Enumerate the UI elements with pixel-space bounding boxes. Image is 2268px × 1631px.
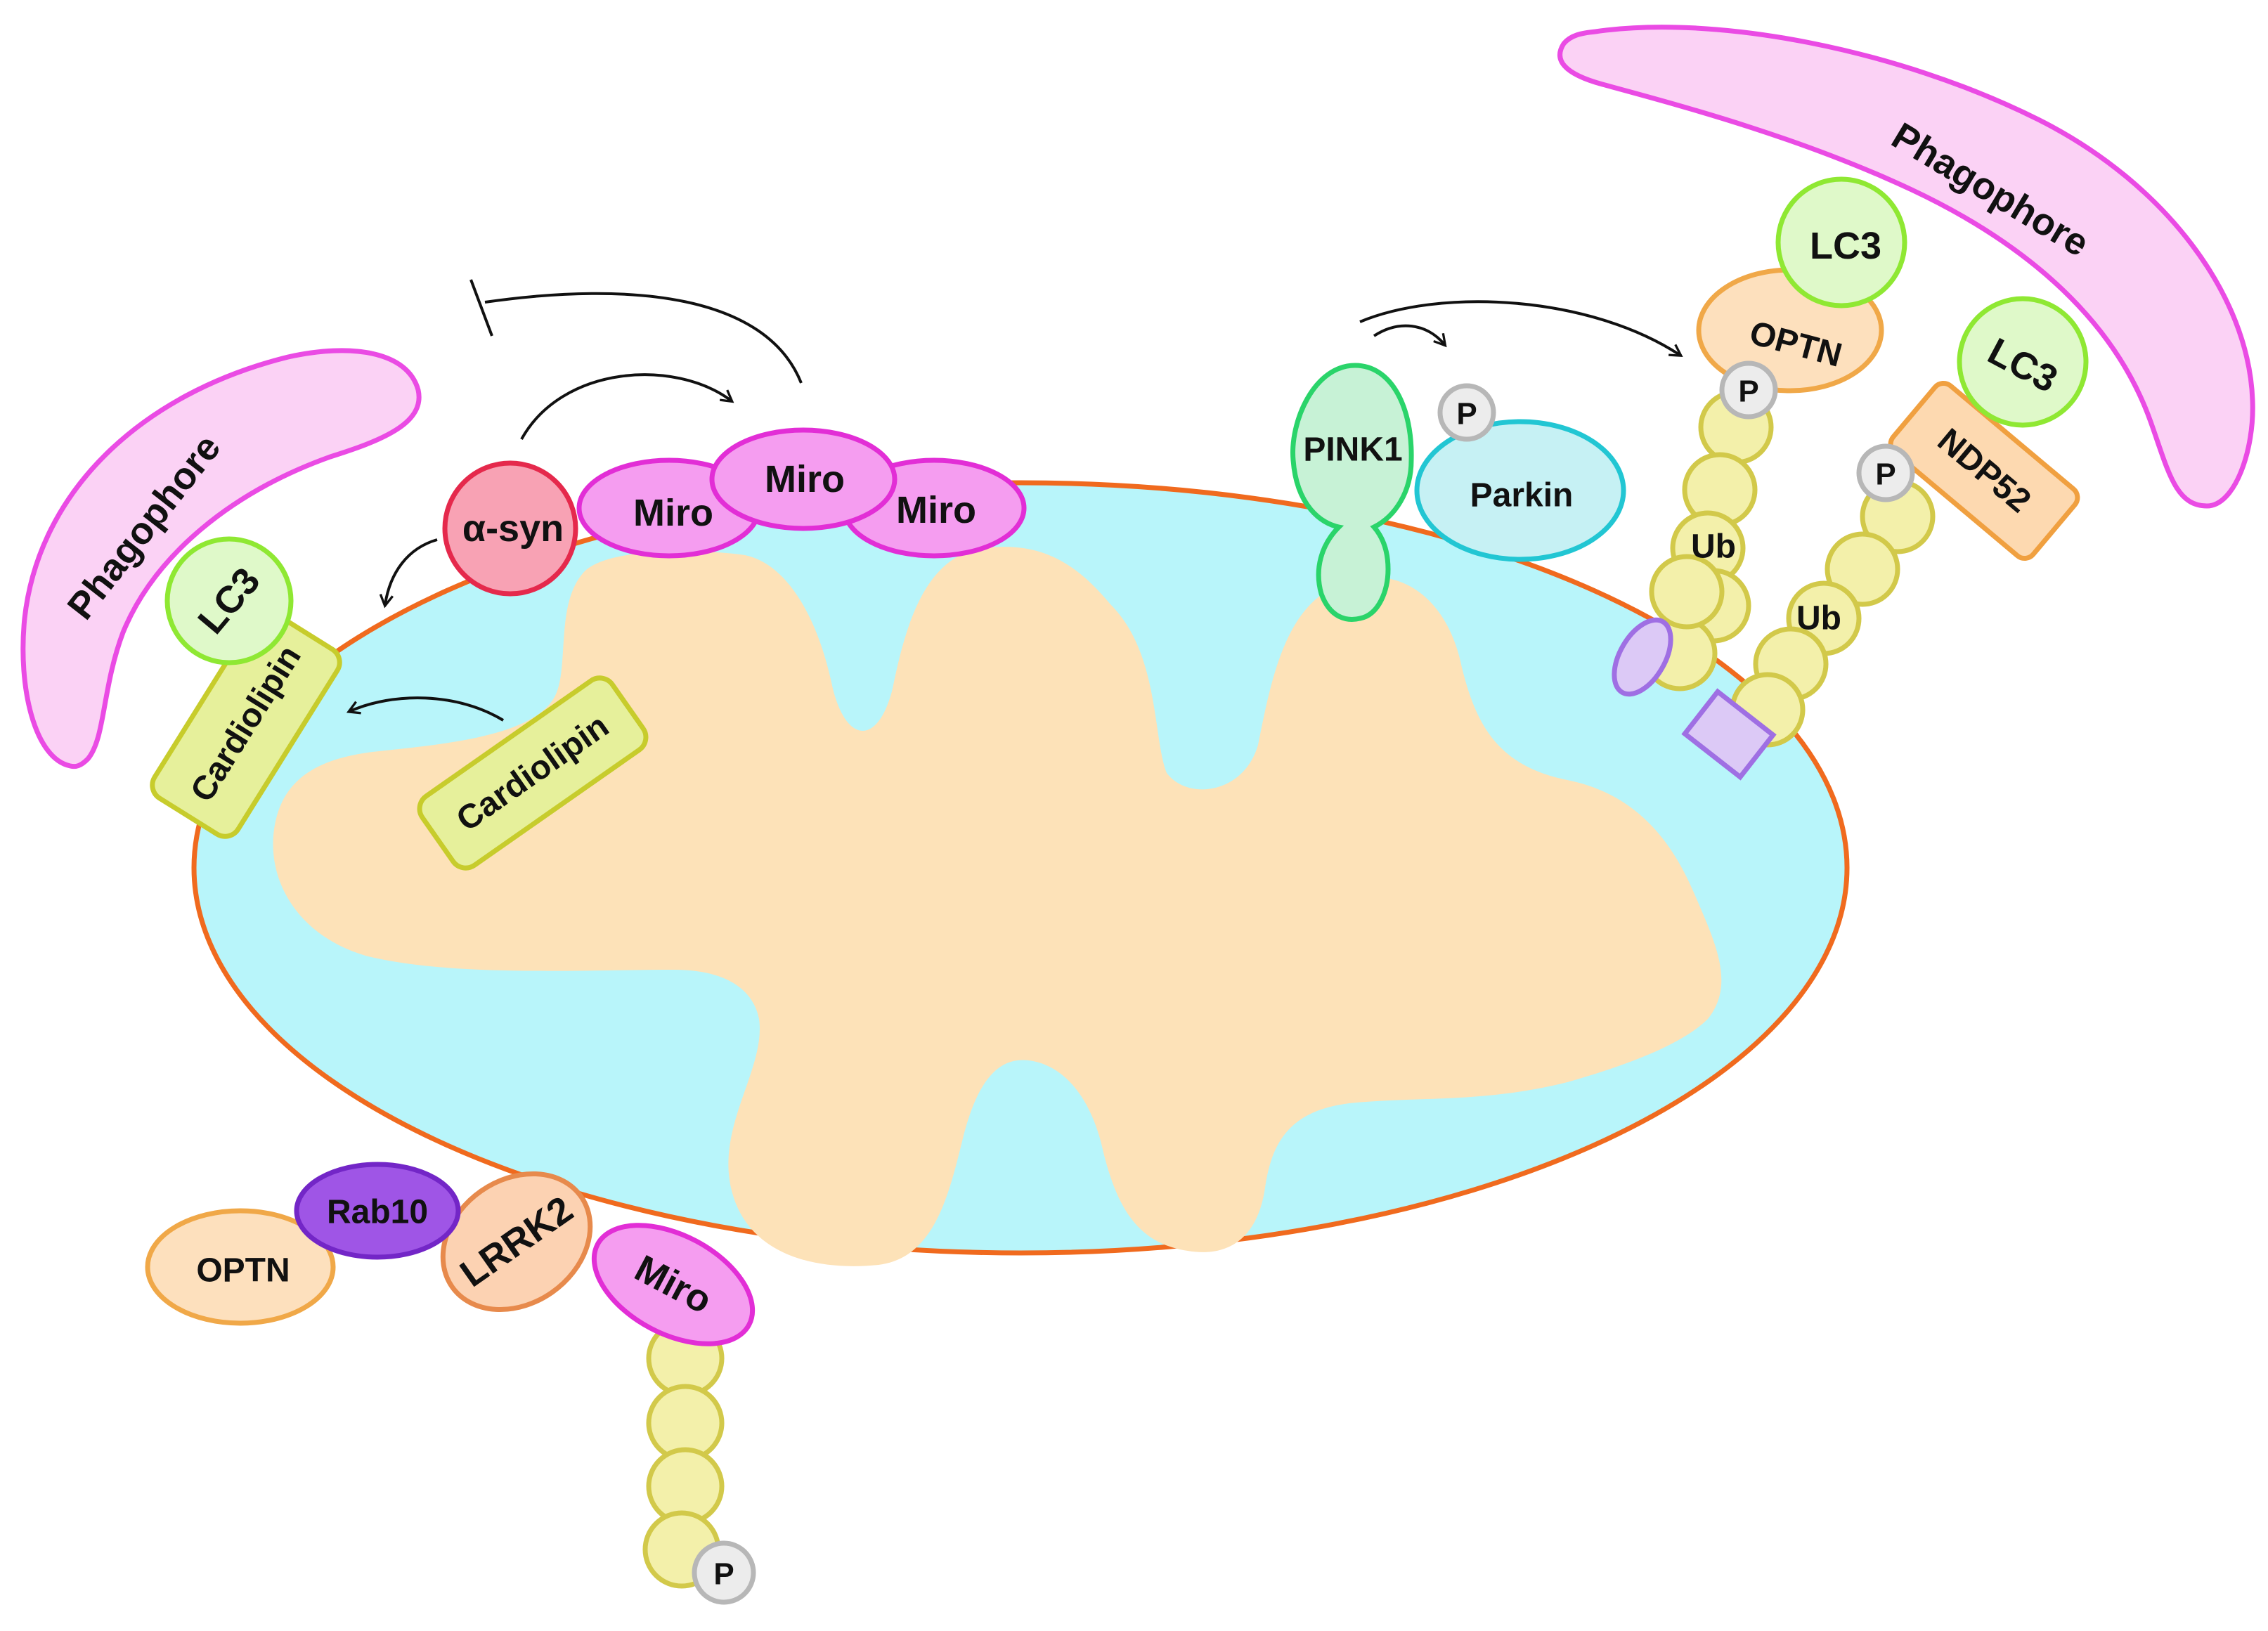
parkin: Parkin	[1414, 419, 1626, 562]
optn-bottom: OPTN	[145, 1208, 336, 1326]
asyn-to-miro-arrow	[520, 373, 734, 440]
miro-center: Miro	[709, 427, 898, 531]
optn-top-phosphate-label: P	[1738, 375, 1758, 409]
parkin-phosphate: P	[1437, 383, 1496, 442]
pink1-to-parkin-arrow	[1373, 324, 1447, 348]
miro-inhibits-asyn-curve	[484, 292, 803, 384]
alpha-synuclein: α-syn	[442, 460, 578, 597]
lc3-optn: LC3	[1775, 176, 1907, 308]
miro-bottom: Miro	[591, 1223, 756, 1346]
cardiolipin-externalization-arrow	[346, 696, 505, 722]
miro-right-label: Miro	[896, 489, 976, 531]
ub-bottom-phosphate: P	[692, 1540, 756, 1605]
receptor-optn-anchor	[1612, 617, 1673, 697]
rab10: Rab10	[294, 1162, 461, 1260]
pink1-label: PINK1	[1303, 431, 1402, 469]
ub-ndp52-label: Ub	[1796, 600, 1841, 637]
lc3-optn-label: LC3	[1810, 225, 1881, 267]
ndp52-phosphate-label: P	[1875, 457, 1896, 492]
asyn-to-membrane-arrow	[379, 538, 438, 609]
miro-left-label: Miro	[633, 492, 713, 534]
pink1: PINK1	[1290, 363, 1414, 622]
ub-ndp52-1	[1825, 531, 1900, 607]
cardiolipin-outer: Cardiolipin	[150, 609, 342, 839]
ub-optn-label: Ub	[1691, 528, 1736, 566]
pink1-to-optn-arrow	[1359, 300, 1683, 358]
ub-bottom-phosphate-label: P	[713, 1557, 734, 1592]
optn-top-phosphate: P	[1719, 360, 1778, 420]
parkin-phosphate-label: P	[1456, 397, 1477, 431]
receptor-ndp52-anchor	[1681, 688, 1777, 781]
alpha-synuclein-label: α-syn	[462, 507, 564, 550]
rab10-label: Rab10	[327, 1194, 428, 1231]
parkin-label: Parkin	[1470, 477, 1574, 514]
phagophore-left	[20, 348, 422, 769]
optn-bottom-label: OPTN	[196, 1252, 290, 1289]
ndp52-phosphate: P	[1856, 443, 1915, 502]
ub-optn-5	[1649, 554, 1725, 630]
miro-center-label: Miro	[765, 458, 845, 500]
inhibition-bar-icon	[469, 279, 493, 337]
lc3-ndp52: LC3	[1957, 296, 2089, 428]
lrrk2: LRRK2	[440, 1171, 593, 1313]
lc3-left: LC3	[164, 536, 294, 665]
phagophore-right	[1557, 25, 2255, 509]
ub-chain-ndp52: Ub	[1730, 479, 1936, 748]
